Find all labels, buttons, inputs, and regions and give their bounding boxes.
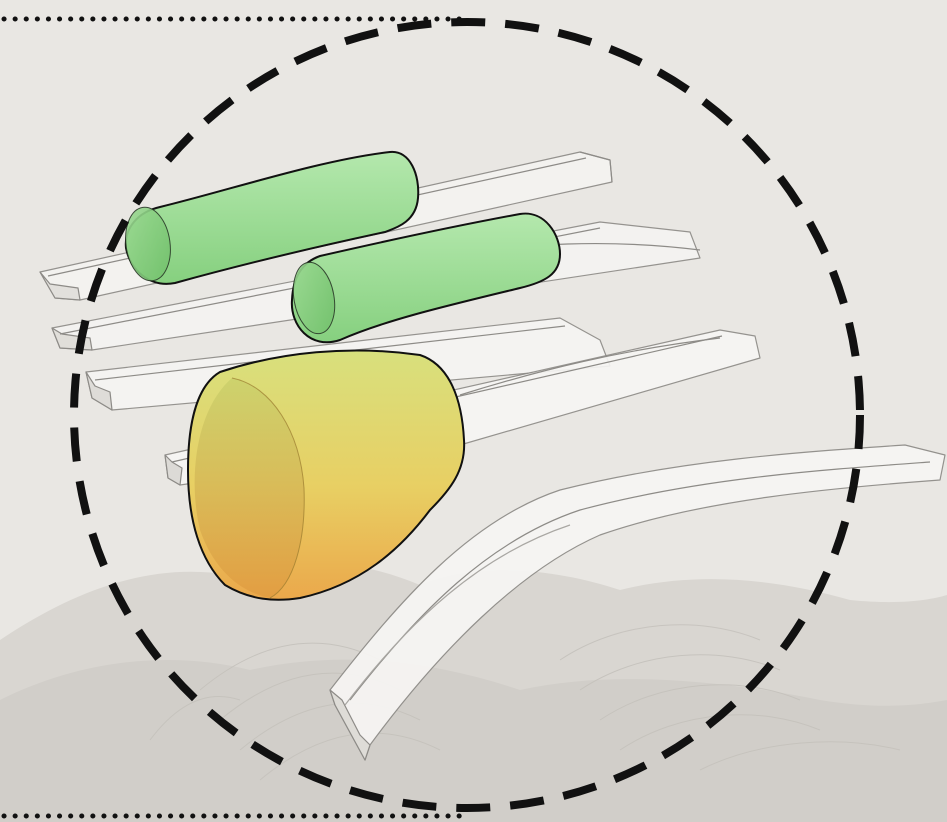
bell-shape [188,350,464,599]
